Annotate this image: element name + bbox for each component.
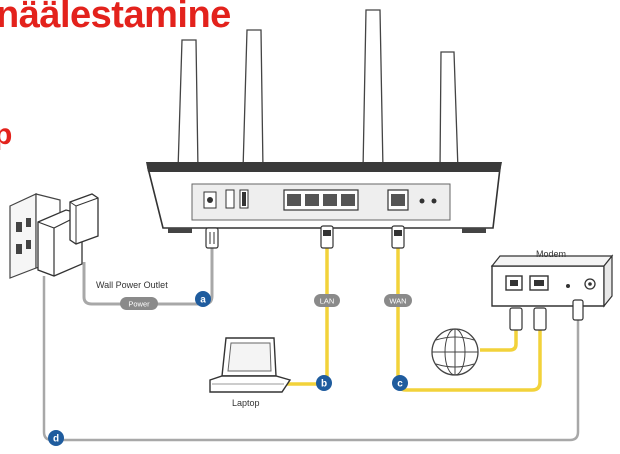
svg-text:b: b [321, 379, 327, 390]
router-lan-ports [283, 189, 359, 211]
wan-plug [391, 225, 405, 249]
title-fragment: p [0, 118, 13, 151]
lan-tag: LAN [314, 294, 340, 307]
laptop [209, 337, 292, 393]
modem-label: Modem [536, 249, 566, 259]
power-adapter [37, 193, 99, 277]
modem [490, 254, 614, 308]
step-badge-a: a [195, 291, 211, 307]
modem-power-cable [42, 276, 580, 442]
router [146, 9, 502, 233]
svg-text:Power: Power [128, 300, 150, 309]
router-power-plug [205, 227, 219, 249]
internet-cable [480, 330, 518, 352]
modem-plug [533, 307, 547, 331]
wan-tag: WAN [384, 294, 412, 307]
svg-text:LAN: LAN [320, 297, 335, 306]
lan-plug [320, 225, 334, 249]
svg-text:WAN: WAN [389, 297, 406, 306]
step-badge-b: b [316, 375, 332, 391]
page-title: näälestamine [0, 0, 231, 36]
power-cable [82, 246, 214, 306]
modem-plug [509, 307, 523, 331]
step-badge-d: d [48, 430, 64, 446]
step-badge-c: c [392, 375, 408, 391]
modem-power-plug [572, 299, 584, 321]
router-antenna [177, 39, 199, 171]
router-antenna [362, 9, 384, 171]
wall-power-outlet-label: Wall Power Outlet [96, 280, 168, 290]
router-button [225, 189, 235, 209]
power-tag: Power [120, 297, 158, 310]
svg-text:d: d [53, 434, 59, 445]
lan-cable [282, 246, 329, 386]
svg-text:a: a [200, 295, 206, 306]
globe-icon [431, 328, 479, 376]
laptop-label: Laptop [232, 398, 260, 408]
router-antenna [439, 51, 459, 171]
svg-text:c: c [397, 379, 403, 390]
router-antenna [242, 29, 264, 171]
